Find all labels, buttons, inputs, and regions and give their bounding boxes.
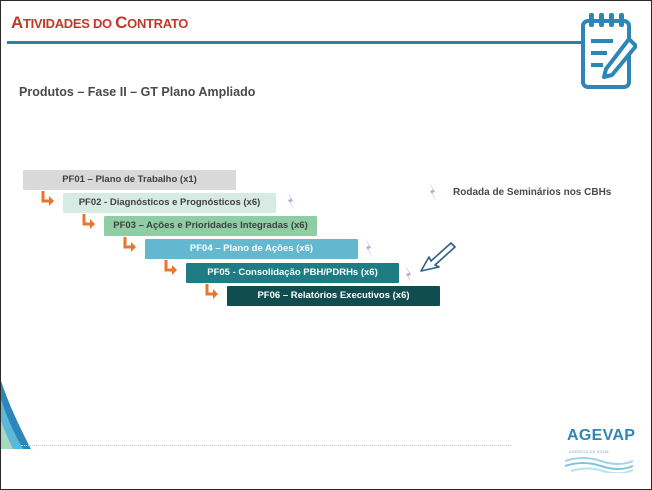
agevap-logo: AGEVAP xyxy=(567,427,636,444)
step-connector-arrow xyxy=(41,191,54,206)
slide-title: ATIVIDADES DO CONTRATO xyxy=(11,13,188,33)
legend-label: Rodada de Seminários nos CBHs xyxy=(453,187,612,198)
title-rule xyxy=(7,41,581,44)
title-cap-c: C xyxy=(115,13,128,32)
lightning-icon xyxy=(287,191,295,211)
title-rest-a: TIVIDADES DO xyxy=(22,16,116,31)
step-pf02: PF02 - Diagnósticos e Prognósticos (x6) xyxy=(63,193,276,213)
step-pf06: PF06 – Relatórios Executivos (x6) xyxy=(227,286,440,306)
lightning-icon xyxy=(365,238,373,258)
agevap-logo-tagline: AGÊNCIA DE ÁGUA xyxy=(569,449,609,454)
title-rest-c: ONTRATO xyxy=(127,16,189,31)
step-pf05: PF05 - Consolidação PBH/PDRHs (x6) xyxy=(186,263,399,283)
legend-lightning-icon xyxy=(429,182,437,202)
step-connector-arrow xyxy=(123,237,136,252)
step-connector-arrow xyxy=(205,284,218,299)
step-connector-arrow xyxy=(164,260,177,275)
step-connector-arrow xyxy=(82,214,95,229)
title-cap-a: A xyxy=(11,13,23,32)
agevap-logo-waves xyxy=(564,457,634,473)
document-edit-icon xyxy=(581,13,637,89)
footer-divider xyxy=(21,445,511,446)
subtitle: Produtos – Fase II – GT Plano Ampliado xyxy=(19,85,256,99)
left-wave-decoration xyxy=(1,381,31,449)
step-pf04: PF04 – Plano de Ações (x6) xyxy=(145,239,358,259)
pointer-arrow-icon xyxy=(420,242,456,272)
step-pf01: PF01 – Plano de Trabalho (x1) xyxy=(23,170,236,190)
lightning-icon xyxy=(405,265,413,285)
step-pf03: PF03 – Ações e Prioridades Integradas (x… xyxy=(104,216,317,236)
